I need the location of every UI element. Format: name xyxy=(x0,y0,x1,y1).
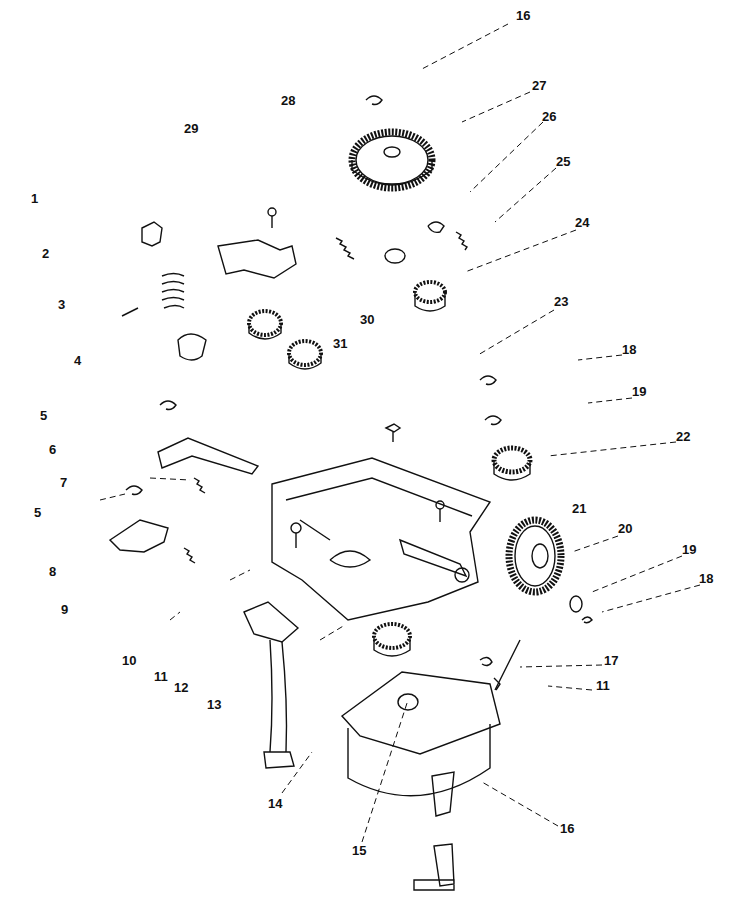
callout-number: 11 xyxy=(596,679,610,692)
leader-lines xyxy=(100,24,700,842)
callout-number: 13 xyxy=(207,698,221,711)
callout-number: 9 xyxy=(61,603,68,616)
callout-number: 22 xyxy=(676,430,690,443)
callout-number: 17 xyxy=(604,654,618,667)
callout-number: 18 xyxy=(699,572,713,585)
callout-number: 8 xyxy=(49,565,56,578)
callout-number: 16 xyxy=(560,822,574,835)
callout-number: 30 xyxy=(360,313,374,326)
callout-number: 19 xyxy=(682,543,696,556)
callout-number: 31 xyxy=(333,337,347,350)
callout-number: 16 xyxy=(516,9,530,22)
callout-number: 18 xyxy=(622,343,636,356)
callout-number: 12 xyxy=(174,681,188,694)
callout-number: 26 xyxy=(542,110,556,123)
callout-number: 15 xyxy=(352,844,366,857)
callout-number: 21 xyxy=(572,502,586,515)
callout-number: 2 xyxy=(42,247,49,260)
callout-number: 7 xyxy=(60,476,67,489)
callout-number: 10 xyxy=(122,654,136,667)
callout-number: 28 xyxy=(281,94,295,107)
callout-number: 29 xyxy=(184,122,198,135)
callout-number: 5 xyxy=(40,409,47,422)
callout-number: 27 xyxy=(532,79,546,92)
callout-number: 23 xyxy=(554,295,568,308)
callout-number: 20 xyxy=(618,522,632,535)
callout-number: 3 xyxy=(58,298,65,311)
callout-number: 4 xyxy=(74,354,81,367)
callout-number: 14 xyxy=(268,797,282,810)
callout-number: 11 xyxy=(154,670,168,683)
callout-number: 1 xyxy=(31,192,38,205)
callout-number: 19 xyxy=(632,385,646,398)
callout-number: 5 xyxy=(34,506,41,519)
callout-number: 24 xyxy=(575,216,589,229)
callout-number: 6 xyxy=(49,443,56,456)
callout-number: 25 xyxy=(556,155,570,168)
